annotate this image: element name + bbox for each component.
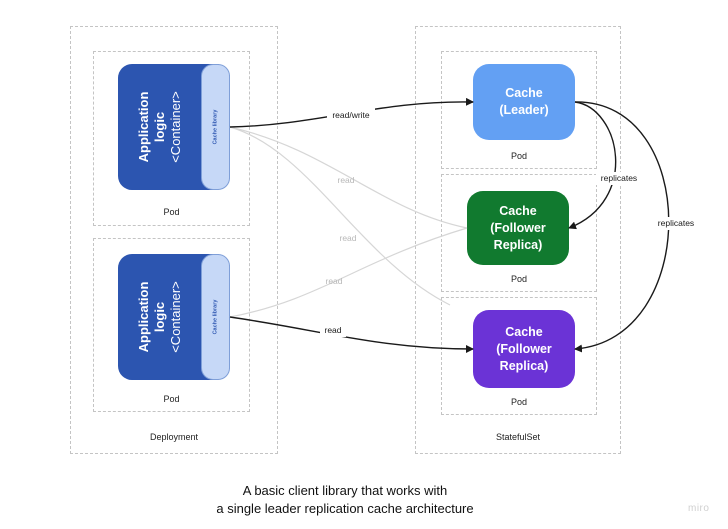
follower-pod-2 (441, 297, 597, 415)
cache-follower-1-line3: Replica) (493, 237, 543, 252)
cache-leader-line2: (Leader) (499, 103, 549, 117)
app-pod-2 (93, 238, 250, 412)
faded-read-edge-1 (229, 126, 468, 229)
caption-line2: a single leader replication cache archit… (216, 501, 474, 516)
deployment-group (70, 26, 278, 454)
app-container-1: Application logic <Container> Cache libr… (118, 64, 230, 190)
faded-read-label-1: read (337, 175, 354, 185)
deployment-label: Deployment (149, 432, 199, 442)
faded-read-edge-2 (229, 126, 451, 306)
replicates-label-2: replicates (658, 218, 694, 228)
app-pod-2-label: Pod (163, 394, 180, 404)
cache-follower-2-line2: (Follower (496, 341, 552, 356)
cache-follower-2: Cache (Follower Replica) (473, 310, 575, 388)
app-pod-1 (93, 51, 250, 226)
cache-follower-2-line1: Cache (505, 324, 543, 339)
app-pod-1-label: Pod (163, 207, 180, 217)
app-container-2: Application logic <Container> Cache libr… (118, 254, 230, 380)
diagram-caption: A basic client library that works with a… (0, 482, 690, 518)
faded-read-label-3: read (325, 276, 342, 286)
cache-library-1: Cache library (201, 64, 230, 190)
miro-watermark: miro (688, 503, 710, 514)
follower-pod-2-label: Pod (510, 397, 527, 407)
read-edge (229, 316, 474, 353)
statefulset-label: StatefulSet (495, 432, 541, 442)
follower-pod-1 (441, 174, 597, 292)
replicates-edge-1 (568, 101, 617, 230)
cache-follower-1-line1: Cache (499, 203, 537, 218)
caption-line1: A basic client library that works with (242, 483, 448, 498)
statefulset-group (415, 26, 621, 454)
leader-pod-label: Pod (510, 151, 527, 161)
replicates-label-1: replicates (601, 173, 637, 183)
faded-read-label-2: read (339, 233, 356, 243)
cache-follower-2-line3: Replica) (499, 358, 549, 373)
cache-leader: Cache (Leader) (473, 64, 575, 140)
cache-follower-1: Cache (Follower Replica) (467, 191, 569, 265)
faded-read-edge-3 (229, 227, 468, 318)
read-write-label: read/write (332, 110, 370, 120)
leader-pod (441, 51, 597, 169)
cache-leader-line1: Cache (505, 86, 543, 100)
read-label: read (324, 325, 341, 335)
follower-pod-1-label: Pod (510, 274, 527, 284)
cache-library-2: Cache library (201, 254, 230, 380)
cache-follower-1-line2: (Follower (490, 220, 546, 235)
